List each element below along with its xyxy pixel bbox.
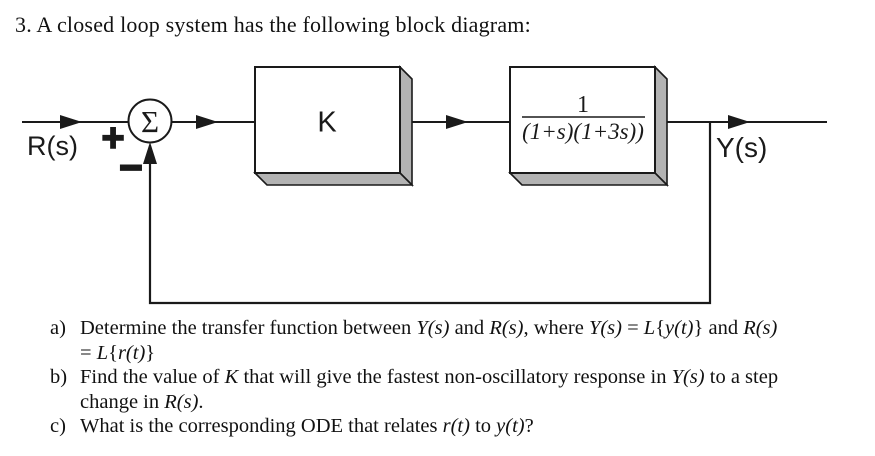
- question-b-line-2: change in R(s).: [50, 390, 850, 415]
- block-diagram: Σ + − R(s) K 1 (1+s)(1+3s)) Y(s): [22, 65, 827, 305]
- question-b-line-1: b) Find the value of K that will give the…: [50, 365, 850, 390]
- feedback-path: [148, 122, 712, 305]
- plant-block: [509, 66, 656, 174]
- arrowhead-icon: [446, 115, 468, 129]
- gain-block-shadow-bottom: [253, 172, 414, 186]
- plant-block-shadow-right: [654, 65, 668, 187]
- minus-sign: −: [119, 146, 142, 190]
- question-b-text-cont: change in R(s).: [80, 390, 204, 413]
- plus-sign: +: [101, 116, 124, 160]
- arrowhead-icon: [196, 115, 218, 129]
- gain-block: [254, 66, 401, 174]
- arrowhead-icon: [728, 115, 750, 129]
- gain-block-shadow-right: [399, 65, 413, 187]
- question-list: a) Determine the transfer function betwee…: [50, 316, 850, 439]
- arrowhead-icon: [143, 142, 157, 164]
- question-b-label: b): [50, 366, 68, 389]
- question-a-line-2: = L{r(t)}: [50, 341, 850, 366]
- question-c-line-1: c) What is the corresponding ODE that rel…: [50, 414, 850, 439]
- question-a-text-cont: = L{r(t)}: [80, 341, 156, 364]
- plant-block-shadow-bottom: [508, 172, 669, 186]
- sigma-symbol: Σ: [141, 104, 159, 139]
- arrowhead-icon: [60, 115, 82, 129]
- plant-numerator: 1: [577, 92, 589, 118]
- question-a-text: Determine the transfer function between …: [80, 317, 778, 339]
- question-a-line-1: a) Determine the transfer function betwee…: [50, 316, 850, 341]
- question-c-text: What is the corresponding ODE that relat…: [80, 415, 534, 438]
- plant-denominator: (1+s)(1+3s)): [522, 119, 644, 144]
- question-a-label: a): [50, 317, 66, 339]
- question-c-label: c): [50, 415, 66, 438]
- gain-block-label: K: [317, 107, 337, 139]
- input-label: R(s): [27, 131, 78, 161]
- output-label: Y(s): [716, 132, 767, 163]
- problem-title: 3. A closed loop system has the followin…: [15, 12, 531, 37]
- question-b-text: Find the value of K that will give the f…: [80, 366, 779, 389]
